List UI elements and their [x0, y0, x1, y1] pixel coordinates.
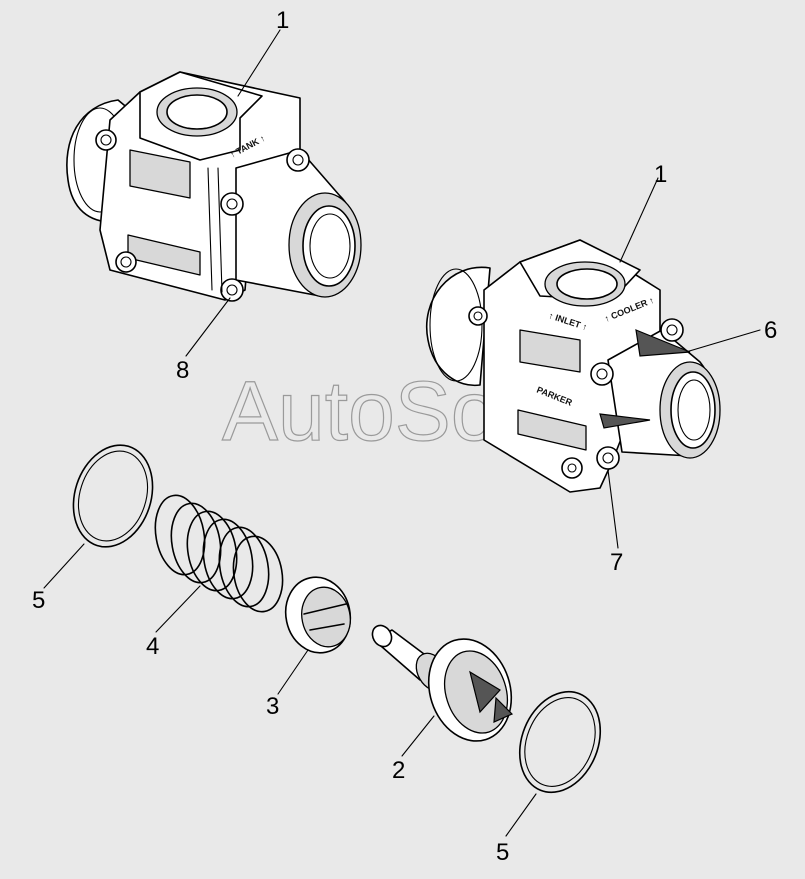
- callouts: 1 1 6 7 8 5 4 3 2 5: [32, 7, 777, 866]
- callout-1-right: 1: [654, 161, 667, 188]
- callout-2: 2: [392, 757, 405, 784]
- spring: [154, 494, 284, 613]
- spring-seat: [284, 576, 352, 654]
- leader-lines: [43, 29, 761, 837]
- callout-3: 3: [266, 693, 279, 720]
- callout-6: 6: [764, 317, 777, 344]
- valve-housing-right: ↑ INLET ↑ ↑ COOLER ↑ PARKER: [425, 239, 721, 493]
- callout-1-top: 1: [276, 7, 289, 34]
- valve-housing-top-left: ↑ TANK ↑: [66, 71, 362, 302]
- callout-5-bottom: 5: [496, 839, 509, 866]
- callout-5-left: 5: [32, 587, 45, 614]
- thermostatic-element: [371, 624, 514, 742]
- callout-7: 7: [610, 549, 623, 576]
- callout-8: 8: [176, 357, 189, 384]
- callout-4: 4: [146, 633, 159, 660]
- snap-ring-left: [72, 444, 154, 548]
- snap-ring-bottom: [518, 690, 602, 794]
